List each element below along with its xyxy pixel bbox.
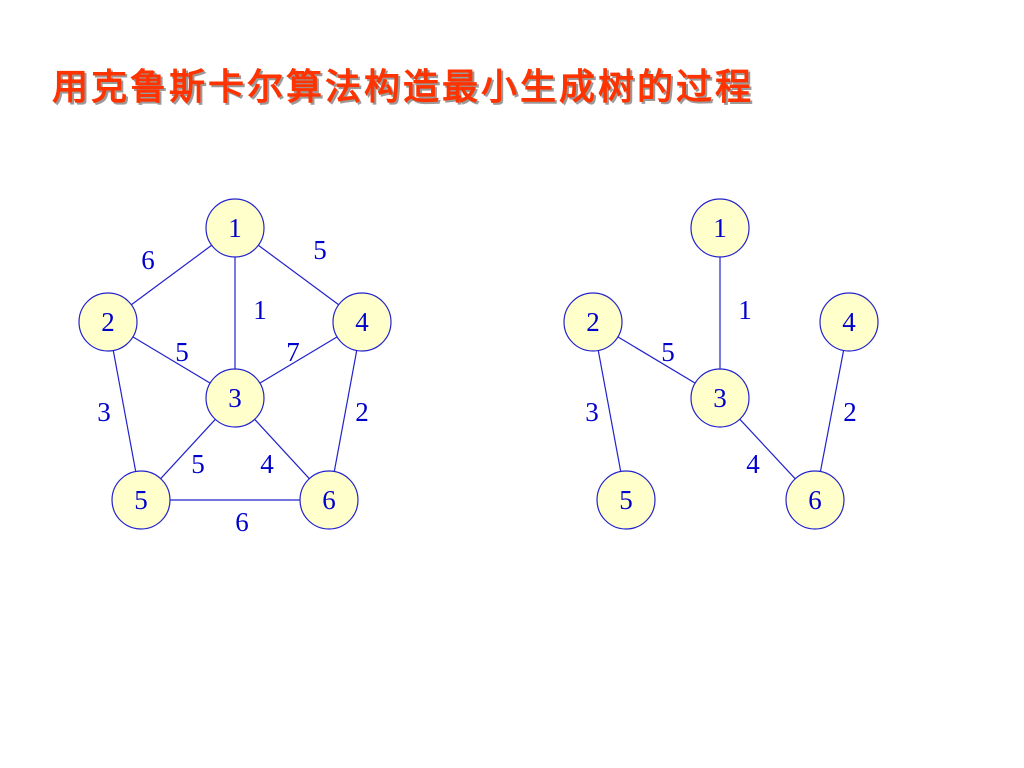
node-4 bbox=[332, 292, 392, 352]
node-label-5: 5 bbox=[619, 485, 633, 515]
node-label-1: 1 bbox=[228, 213, 242, 243]
node-1 bbox=[205, 198, 265, 258]
node-label-3: 3 bbox=[713, 383, 727, 413]
node-label-4: 4 bbox=[842, 307, 856, 337]
node-3 bbox=[690, 368, 750, 428]
node-3 bbox=[205, 368, 265, 428]
node-1 bbox=[690, 198, 750, 258]
edge-2-5 bbox=[112, 350, 137, 472]
node-label-6: 6 bbox=[808, 485, 822, 515]
edge-weight-3-6: 4 bbox=[260, 449, 274, 479]
edge-4-6 bbox=[333, 350, 358, 472]
edge-4-6 bbox=[819, 350, 845, 472]
node-label-2: 2 bbox=[101, 307, 115, 337]
node-6 bbox=[299, 470, 359, 530]
edge-weight-3-5: 5 bbox=[191, 449, 205, 479]
node-label-2: 2 bbox=[586, 307, 600, 337]
edge-2-3 bbox=[617, 336, 696, 384]
edge-weight-1-4: 5 bbox=[313, 235, 327, 265]
node-2 bbox=[563, 292, 623, 352]
edge-3-4 bbox=[259, 336, 338, 384]
edge-weight-3-6: 4 bbox=[746, 449, 760, 479]
edge-1-2 bbox=[130, 244, 213, 306]
node-2 bbox=[78, 292, 138, 352]
edge-2-5 bbox=[597, 350, 622, 472]
node-5 bbox=[596, 470, 656, 530]
node-label-6: 6 bbox=[322, 485, 336, 515]
edge-weight-2-3: 5 bbox=[661, 337, 675, 367]
node-4 bbox=[819, 292, 879, 352]
edge-1-4 bbox=[257, 244, 340, 306]
edge-weight-2-3: 5 bbox=[175, 337, 189, 367]
node-6 bbox=[785, 470, 845, 530]
node-label-4: 4 bbox=[355, 307, 369, 337]
edge-weight-4-6: 2 bbox=[843, 397, 857, 427]
edge-weight-4-6: 2 bbox=[355, 397, 369, 427]
edge-weight-1-3: 1 bbox=[253, 295, 267, 325]
node-label-1: 1 bbox=[713, 213, 727, 243]
edge-weight-2-5: 3 bbox=[97, 397, 111, 427]
page-title: 用克鲁斯卡尔算法构造最小生成树的过程 bbox=[52, 67, 755, 108]
node-5 bbox=[111, 470, 171, 530]
edge-weight-2-5: 3 bbox=[585, 397, 599, 427]
edge-3-6 bbox=[739, 418, 796, 480]
spanning-tree: 1 5 3 4 2 1 2 3 4 5 6 bbox=[563, 198, 879, 530]
edge-3-5 bbox=[160, 418, 216, 480]
edge-3-6 bbox=[254, 418, 310, 480]
edge-weight-3-4: 7 bbox=[286, 337, 300, 367]
node-label-5: 5 bbox=[134, 485, 148, 515]
edge-weight-1-2: 6 bbox=[141, 245, 155, 275]
edge-weight-1-3: 1 bbox=[738, 295, 752, 325]
node-label-3: 3 bbox=[228, 383, 242, 413]
edge-2-3 bbox=[132, 336, 211, 384]
edge-weight-5-6: 6 bbox=[235, 507, 249, 537]
